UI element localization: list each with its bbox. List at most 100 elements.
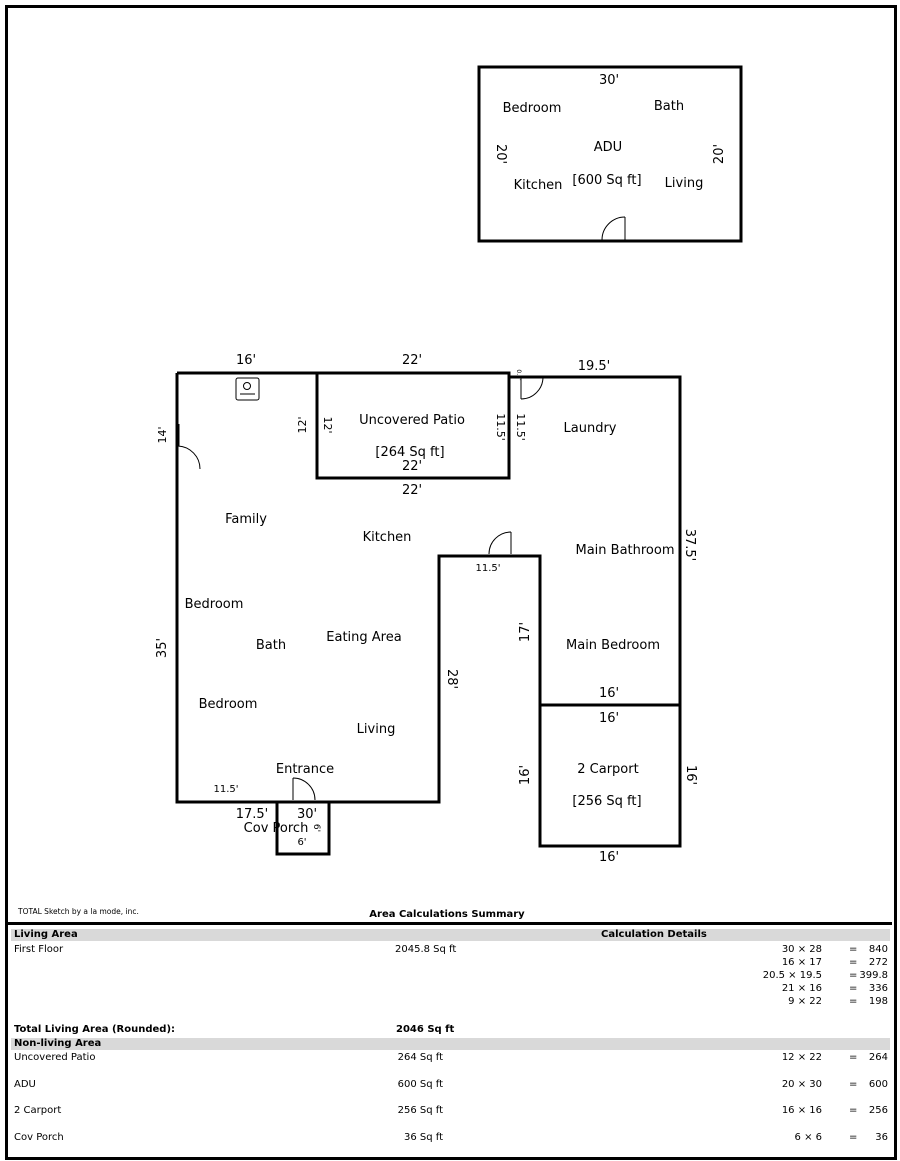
- calc-equals: =: [849, 957, 858, 968]
- calculation-details-header: Calculation Details: [601, 929, 707, 940]
- living-area-header: Living Area: [14, 929, 78, 940]
- adu-room-living: Living: [665, 176, 704, 191]
- door-icon: [601, 216, 626, 241]
- room-main-bathroom: Main Bathroom: [575, 543, 674, 558]
- dim-patio-inner: 22': [402, 459, 422, 474]
- dim-left-upper: 14': [156, 426, 169, 443]
- dim-carport-top: 16': [599, 711, 619, 726]
- non-living-value: 600 Sq ft: [397, 1079, 443, 1090]
- adu-dim-top: 30': [599, 73, 619, 88]
- living-area-header-bar: [11, 929, 890, 941]
- calc-result: 264: [868, 1052, 888, 1063]
- calc-result: 336: [868, 983, 888, 994]
- dim-patio-bottom: 22': [402, 483, 422, 498]
- calc-result: 399.8: [859, 970, 888, 981]
- main-house: 16' 22' 19.5' 22' 22' 12' 12' 11.5' 11.5…: [155, 353, 698, 865]
- non-living-label: Cov Porch: [14, 1132, 64, 1143]
- calc-result: 272: [868, 957, 888, 968]
- calc-equals: =: [849, 970, 858, 981]
- calc-equals: =: [849, 996, 858, 1007]
- calc-result: 256: [868, 1105, 888, 1116]
- door-icon: [520, 376, 544, 400]
- dim-carport-left: 16': [518, 765, 533, 785]
- non-living-value: 264 Sq ft: [397, 1052, 443, 1063]
- non-living-header-bar: [11, 1038, 890, 1050]
- room-eating-area: Eating Area: [326, 630, 401, 645]
- dim-carport-bottom: 16': [599, 850, 619, 865]
- calc-equals: =: [849, 944, 858, 955]
- calc-equals: =: [849, 1105, 858, 1116]
- dim-bottom-left: 11.5': [213, 784, 238, 795]
- room-main-bedroom: Main Bedroom: [566, 638, 660, 653]
- dim-left-main: 35': [155, 638, 170, 658]
- adu-room-bedroom: Bedroom: [503, 101, 562, 116]
- non-living-label: Uncovered Patio: [14, 1052, 96, 1063]
- calc-equals: =: [849, 1052, 858, 1063]
- dim-porch-side: 6': [311, 824, 321, 832]
- software-credit: TOTAL Sketch by a la mode, inc.: [18, 907, 139, 916]
- dim-top-patio: 22': [402, 353, 422, 368]
- calc-expression: 20.5 × 19.5: [762, 970, 822, 981]
- dim-patio-left-inner: 12': [321, 416, 334, 433]
- calc-expression: 20 × 30: [781, 1079, 822, 1090]
- room-patio-area: [264 Sq ft]: [375, 445, 444, 460]
- dim-top-right: 19.5': [578, 359, 611, 374]
- non-living-value: 256 Sq ft: [397, 1105, 443, 1116]
- adu-dim-right: 20': [712, 144, 727, 164]
- page-frame: [5, 5, 897, 1160]
- dim-patio-left: 12': [296, 416, 309, 433]
- summary-divider: [8, 922, 892, 925]
- dim-porch-bottom: 6': [297, 837, 306, 848]
- calc-expression: 16 × 17: [781, 957, 822, 968]
- dim-small-jog: 0.5': [515, 369, 522, 381]
- adu-building: 30' 20' 20' Bedroom Bath ADU [600 Sq ft]…: [477, 65, 743, 243]
- dim-notch-left: 28': [444, 669, 459, 689]
- adu-outline: [477, 65, 743, 243]
- room-uncovered-patio: Uncovered Patio: [359, 413, 465, 428]
- dim-notch-right: 17': [518, 622, 533, 642]
- non-living-label: 2 Carport: [14, 1105, 62, 1116]
- carport-outline: [538, 703, 682, 848]
- water-heater-icon: [235, 377, 260, 401]
- room-entrance: Entrance: [276, 762, 334, 777]
- total-living-value: 2046 Sq ft: [396, 1024, 455, 1035]
- door-icon: [488, 531, 512, 555]
- room-bath: Bath: [256, 638, 286, 653]
- room-carport: 2 Carport: [577, 762, 638, 777]
- adu-dim-left: 20': [493, 144, 508, 164]
- calc-expression: 12 × 22: [781, 1052, 822, 1063]
- dim-patio-right: 11.5': [494, 413, 507, 441]
- door-icon: [176, 424, 201, 470]
- room-cov-porch: Cov Porch: [244, 821, 309, 836]
- summary-title: Area Calculations Summary: [369, 909, 525, 920]
- room-laundry: Laundry: [564, 421, 617, 436]
- calc-equals: =: [849, 983, 858, 994]
- dim-laundry-left: 11.5': [514, 413, 527, 441]
- room-family: Family: [225, 512, 267, 527]
- calc-expression: 6 × 6: [794, 1132, 822, 1143]
- dim-top-left: 16': [236, 353, 256, 368]
- dim-carport-right: 16': [683, 765, 698, 785]
- dim-notch-top: 11.5': [475, 563, 500, 574]
- calc-expression: 30 × 28: [781, 944, 822, 955]
- adu-room-bath: Bath: [654, 99, 684, 114]
- patio-outline: [315, 371, 511, 480]
- door-icon: [292, 777, 316, 801]
- calc-result: 36: [875, 1132, 888, 1143]
- room-living: Living: [357, 722, 396, 737]
- room-kitchen: Kitchen: [363, 530, 412, 545]
- total-living-label: Total Living Area (Rounded):: [14, 1024, 176, 1035]
- calc-result: 840: [868, 944, 888, 955]
- calc-expression: 9 × 22: [788, 996, 822, 1007]
- calc-equals: =: [849, 1079, 858, 1090]
- non-living-value: 36 Sq ft: [403, 1132, 443, 1143]
- adu-area-label: [600 Sq ft]: [572, 173, 641, 188]
- non-living-header: Non-living Area: [14, 1038, 102, 1049]
- calc-result: 198: [868, 996, 888, 1007]
- dim-bottom-mid: 17.5': [236, 807, 269, 822]
- room-bedroom: Bedroom: [185, 597, 244, 612]
- dim-bottom-30: 30': [297, 807, 317, 822]
- adu-label: ADU: [594, 140, 622, 155]
- first-floor-value: 2045.8 Sq ft: [395, 944, 457, 955]
- calc-equals: =: [849, 1132, 858, 1143]
